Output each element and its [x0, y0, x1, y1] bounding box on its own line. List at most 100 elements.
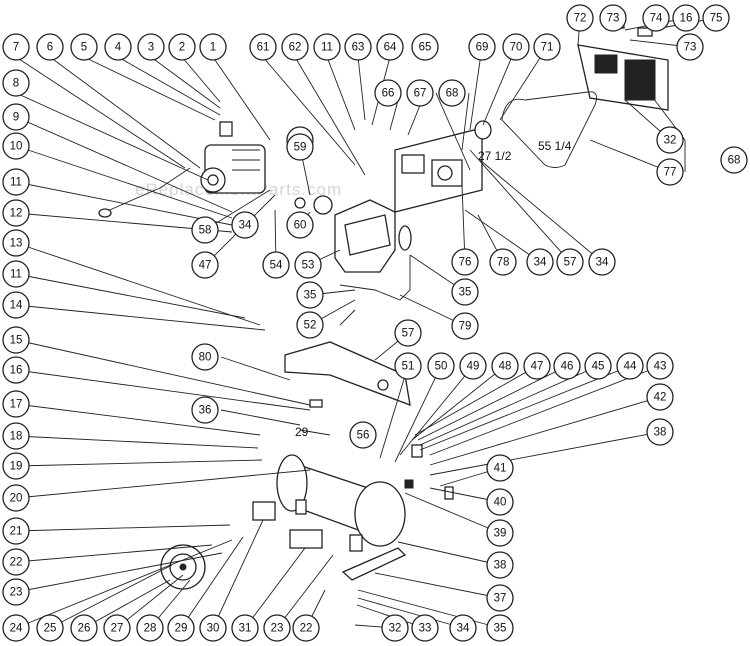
callout-number: 34: [239, 220, 252, 232]
callout-number: 74: [650, 13, 663, 25]
callout-75: 75: [702, 4, 730, 32]
callout-number: 56: [357, 430, 370, 442]
callout-57: 57: [556, 248, 584, 276]
callout-number: 20: [10, 493, 23, 505]
callout-circle: [2, 199, 30, 227]
callout-number: 62: [289, 42, 302, 54]
callout-circle: [588, 248, 616, 276]
callout-number: 50: [435, 361, 448, 373]
callout-22: 22: [292, 614, 320, 642]
callout-number: 53: [302, 260, 315, 272]
callout-11: 11: [2, 168, 30, 196]
callout-25: 25: [36, 614, 64, 642]
callout-number: 76: [459, 257, 472, 269]
callout-20: 20: [2, 484, 30, 512]
callout-34: 34: [588, 248, 616, 276]
callout-circle: [486, 551, 514, 579]
callout-circle: [646, 418, 674, 446]
belt-guard-front: [577, 44, 669, 111]
callout-circle: [2, 260, 30, 288]
callout-circle: [449, 614, 477, 642]
callout-number: 11: [10, 269, 22, 281]
callout-41: 41: [486, 454, 514, 482]
callout-number: 71: [541, 42, 554, 54]
callout-47: 47: [191, 251, 219, 279]
callout-number: 33: [419, 623, 432, 635]
callout-30: 30: [199, 614, 227, 642]
callout-circle: [263, 614, 291, 642]
callout-circle: [411, 33, 439, 61]
callout-number: 69: [476, 42, 489, 54]
callout-circle: [553, 352, 581, 380]
callout-number: 80: [199, 352, 212, 364]
callout-circle: [656, 158, 684, 186]
callout-circle: [199, 33, 227, 61]
callout-number: 15: [10, 335, 23, 347]
discharge-tube: [339, 255, 411, 301]
callout-36: 36: [191, 396, 219, 424]
callout-number: 10: [10, 141, 23, 153]
callout-number: 45: [592, 361, 605, 373]
callout-12: 12: [2, 199, 30, 227]
belt-guard-back: [394, 127, 483, 213]
callout-circle: [376, 33, 404, 61]
callout-number: 1: [210, 42, 216, 54]
callout-number: 52: [304, 320, 317, 332]
callout-70: 70: [502, 33, 530, 61]
callout-circle: [2, 291, 30, 319]
callout-number: 21: [10, 526, 23, 538]
callout-27: 27: [103, 614, 131, 642]
callout-number: 51: [402, 361, 415, 373]
callout-circle: [491, 352, 519, 380]
callout-67: 67: [406, 79, 434, 107]
callout-14: 14: [2, 291, 30, 319]
callout-68: 68: [720, 146, 748, 174]
shroud: [284, 341, 411, 407]
callout-4: 4: [104, 33, 132, 61]
callout-42: 42: [646, 383, 674, 411]
callout-circle: [451, 312, 479, 340]
callout-circle: [36, 614, 64, 642]
callout-number: 79: [459, 321, 472, 333]
callout-circle: [296, 311, 324, 339]
callout-number: 32: [389, 623, 402, 635]
callout-50: 50: [427, 352, 455, 380]
callout-circle: [486, 584, 514, 612]
callout-77: 77: [656, 158, 684, 186]
tank-foot-bracket: [341, 547, 407, 581]
callout-number: 66: [382, 88, 395, 100]
callout-number: 34: [457, 623, 470, 635]
callout-71: 71: [533, 33, 561, 61]
callout-19: 19: [2, 452, 30, 480]
callout-74: 74: [642, 4, 670, 32]
callout-circle: [137, 33, 165, 61]
callout-17: 17: [2, 390, 30, 418]
callout-16: 16: [672, 4, 700, 32]
callout-number: 35: [459, 287, 472, 299]
callout-number: 39: [494, 528, 507, 540]
callout-number: 41: [494, 463, 507, 475]
callout-number: 14: [10, 300, 23, 312]
callout-circle: [36, 33, 64, 61]
callout-number: 70: [510, 42, 523, 54]
callout-number: 47: [199, 260, 212, 272]
tube-length-label: 29: [295, 425, 309, 439]
callout-number: 47: [531, 361, 544, 373]
callout-number: 38: [494, 560, 507, 572]
callout-circle: [2, 168, 30, 196]
labels-plates: [252, 19, 653, 549]
callout-73: 73: [599, 4, 627, 32]
callout-35: 35: [486, 614, 514, 642]
callout-circle: [70, 33, 98, 61]
callout-circle: [533, 33, 561, 61]
callout-circle: [468, 33, 496, 61]
callout-48: 48: [491, 352, 519, 380]
callout-number: 23: [271, 623, 284, 635]
callout-13: 13: [2, 229, 30, 257]
callout-29: 29: [167, 614, 195, 642]
callout-3: 3: [137, 33, 165, 61]
callout-number: 59: [294, 142, 307, 154]
callout-circle: [394, 319, 422, 347]
callout-number: 35: [494, 623, 507, 635]
